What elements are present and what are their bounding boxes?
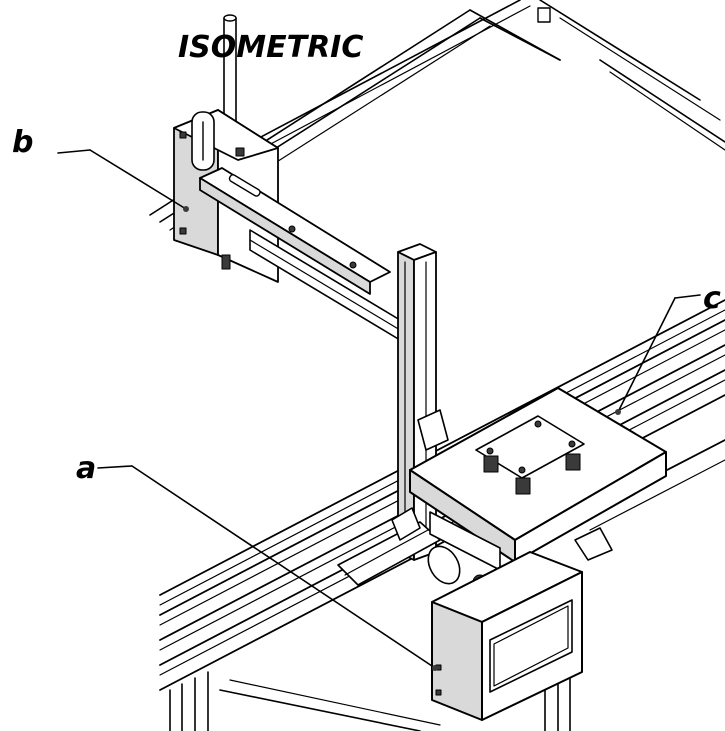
callout-b-label: b <box>12 125 33 160</box>
callout-c-label: c <box>703 281 721 316</box>
callout-a-label: a <box>76 451 96 486</box>
display-panel-a <box>431 551 583 721</box>
view-title: ISOMETRIC <box>178 30 363 65</box>
spring-stack <box>483 453 581 495</box>
box-housing-c <box>409 387 667 571</box>
horizontal-arm <box>199 167 401 341</box>
leader-lines <box>57 149 701 671</box>
